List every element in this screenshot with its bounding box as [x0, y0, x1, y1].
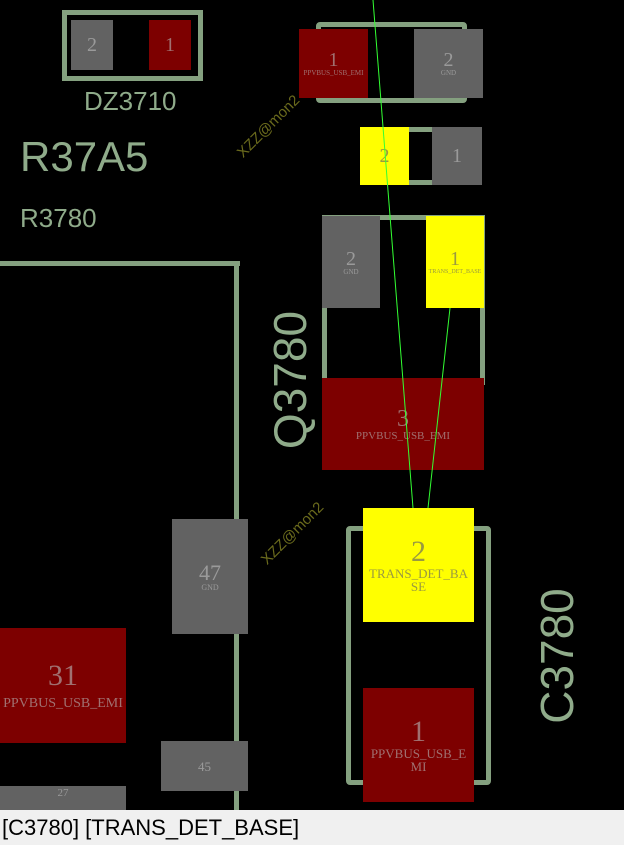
- pad-number: 2: [379, 145, 390, 167]
- pad-net: TRANS_DET_BASE: [369, 566, 468, 594]
- pad-number: 2: [411, 535, 426, 568]
- r3780-pad-1[interactable]: 1: [432, 127, 482, 185]
- pad-net: PPVBUS_USB_EMI: [370, 746, 467, 774]
- dz3710-pad-2[interactable]: 2: [71, 20, 113, 70]
- pad-net: GND: [201, 582, 219, 592]
- ratsnest-lines: [372, 0, 451, 509]
- pad-net: TRANS_DET_BASE: [428, 269, 482, 275]
- pad-net: GND: [343, 267, 359, 276]
- pad-number: 1: [452, 145, 462, 167]
- pad-number: 1: [328, 49, 339, 71]
- pad-number: 47: [199, 559, 221, 585]
- connector-outline-top: [0, 261, 240, 266]
- r3780-pad-2[interactable]: 2: [360, 127, 409, 185]
- pad-number: 31: [48, 658, 78, 692]
- pad-number: 45: [198, 758, 211, 774]
- pad-45[interactable]: 45: [161, 741, 248, 791]
- r3780-ref: R3780: [20, 203, 97, 233]
- pad-net: PPVBUS_USB_EMI: [3, 695, 123, 711]
- pad-net: PPVBUS_USB_EMI: [355, 429, 451, 442]
- r3780-outline-top: [405, 127, 435, 132]
- r3780-outline-bottom: [405, 180, 435, 185]
- pad-number: 2: [346, 247, 356, 270]
- ratsnest-line: [372, 0, 414, 509]
- pad-net: PPVBUS_USB_EMI: [303, 69, 364, 77]
- dz3710-ref: DZ3710: [84, 86, 177, 116]
- pad-number: 27: [57, 787, 69, 799]
- dz3710-pad-1[interactable]: 1: [149, 20, 191, 70]
- dz3710-outline[interactable]: [62, 10, 203, 81]
- pad-number: 1: [450, 248, 460, 270]
- status-bar: [C3780] [TRANS_DET_BASE]: [0, 810, 624, 845]
- pad-number: 2: [87, 34, 97, 56]
- ratsnest-line: [427, 307, 451, 509]
- r37a5-ref: R37A5: [20, 133, 149, 180]
- pad-27[interactable]: 27: [0, 786, 126, 810]
- pad-number: 1: [411, 715, 426, 748]
- pad-net: GND: [440, 69, 457, 77]
- pad-number: 2: [443, 49, 454, 71]
- pad-number: 1: [165, 34, 175, 56]
